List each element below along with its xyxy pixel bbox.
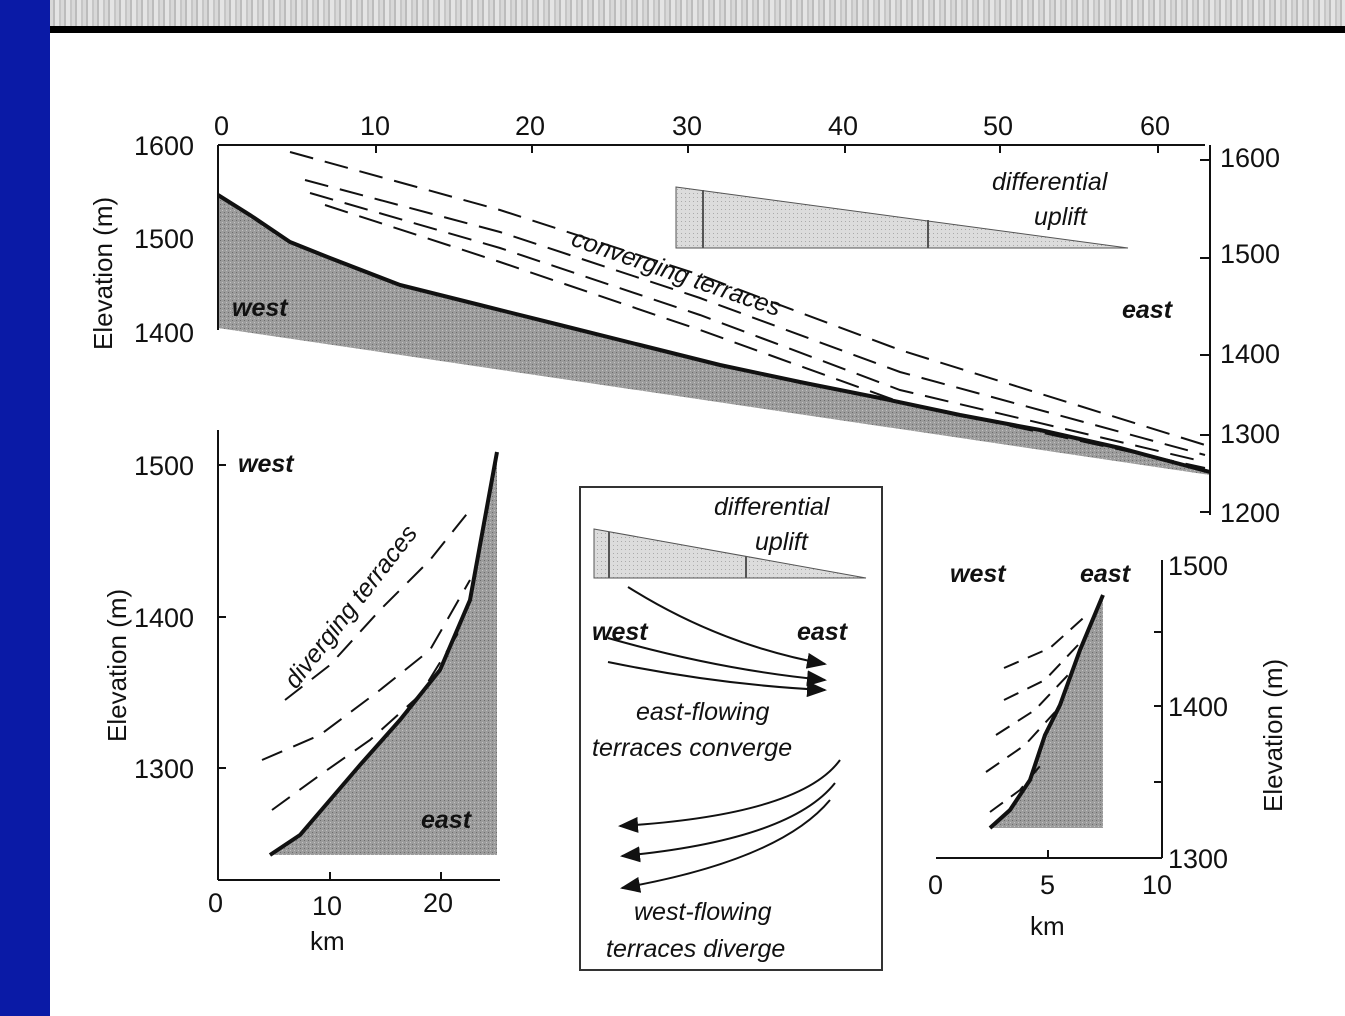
header-strip — [50, 0, 1345, 33]
top-differential-label: differential — [992, 168, 1109, 196]
top-y-right-tick: 1400 — [1220, 339, 1280, 369]
right-east-label: east — [1080, 560, 1132, 588]
top-uplift-wedge — [675, 186, 1129, 249]
right-terrace-lines — [985, 611, 1091, 813]
west-flowing-label: west-flowing — [634, 898, 772, 926]
right-x-tick: 0 — [928, 870, 943, 900]
top-ground-line — [216, 193, 1211, 474]
middle-legend-panel: differential uplift west east east-flowi… — [579, 486, 883, 971]
top-x-tick: 40 — [828, 111, 858, 141]
top-y-right-tick: 1500 — [1220, 239, 1280, 269]
right-ground-fill — [990, 595, 1103, 828]
top-east-label: east — [1122, 296, 1174, 324]
diverging-terraces-label: diverging terraces — [279, 520, 423, 694]
left-x-axis-label: km — [310, 926, 345, 956]
top-y-right-tick: 1300 — [1220, 419, 1280, 449]
top-y-left-tick: 1500 — [134, 224, 194, 254]
top-x-tick: 20 — [515, 111, 545, 141]
top-y-left-tick: 1400 — [134, 318, 194, 348]
middle-east-label: east — [797, 618, 849, 646]
right-west-label: west — [950, 560, 1007, 588]
left-east-label: east — [421, 806, 473, 834]
top-y-axis-label: Elevation (m) — [88, 197, 118, 350]
left-x-tick: 20 — [423, 888, 453, 918]
left-y-tick: 1400 — [134, 603, 194, 633]
top-y-left-tick: 1600 — [134, 131, 194, 161]
top-profile-panel: 0 10 20 30 40 50 60 1600 1500 1400 1600 … — [88, 111, 1280, 528]
top-uplift-label: uplift — [1034, 203, 1088, 231]
top-y-right-tick: 1200 — [1220, 498, 1280, 528]
east-flowing-arrows — [607, 586, 827, 698]
top-x-tick: 10 — [360, 111, 390, 141]
right-y-tick: 1300 — [1168, 844, 1228, 874]
right-y-tick: 1500 — [1168, 551, 1228, 581]
middle-west-label: west — [592, 618, 649, 646]
left-ground-fill — [270, 452, 497, 855]
top-x-tick: 60 — [1140, 111, 1170, 141]
top-x-tick: 0 — [214, 111, 229, 141]
left-y-tick: 1300 — [134, 754, 194, 784]
left-ground-line — [268, 451, 499, 857]
west-flowing-arrows — [618, 759, 841, 893]
middle-uplift-label: uplift — [755, 528, 809, 556]
left-west-label: west — [238, 450, 295, 478]
left-x-tick: 10 — [312, 891, 342, 921]
right-y-axis-label: Elevation (m) — [1258, 659, 1288, 812]
left-y-tick: 1500 — [134, 451, 194, 481]
middle-differential-label: differential — [714, 493, 831, 521]
left-x-tick: 0 — [208, 888, 223, 918]
right-profile-panel: 1500 1400 1300 0 5 10 km Elevation (m) w… — [928, 551, 1288, 941]
east-flowing-label: east-flowing — [636, 698, 769, 726]
right-y-tick: 1400 — [1168, 692, 1228, 722]
left-profile-panel: 1500 1400 1300 0 10 20 km Elevation (m) … — [102, 430, 500, 956]
converge-label: terraces converge — [592, 734, 792, 762]
top-x-tick: 30 — [672, 111, 702, 141]
middle-uplift-wedge — [593, 528, 867, 579]
right-x-tick: 10 — [1142, 870, 1172, 900]
top-west-label: west — [232, 294, 289, 322]
diverge-label: terraces diverge — [606, 935, 785, 963]
right-x-axis-label: km — [1030, 911, 1065, 941]
right-x-tick: 5 — [1040, 870, 1055, 900]
right-ground-line — [988, 594, 1105, 830]
top-y-right-tick: 1600 — [1220, 143, 1280, 173]
top-x-tick: 50 — [983, 111, 1013, 141]
left-y-axis-label: Elevation (m) — [102, 589, 132, 742]
converging-terrace-lines — [289, 151, 1206, 469]
diverging-terrace-lines — [261, 509, 471, 811]
